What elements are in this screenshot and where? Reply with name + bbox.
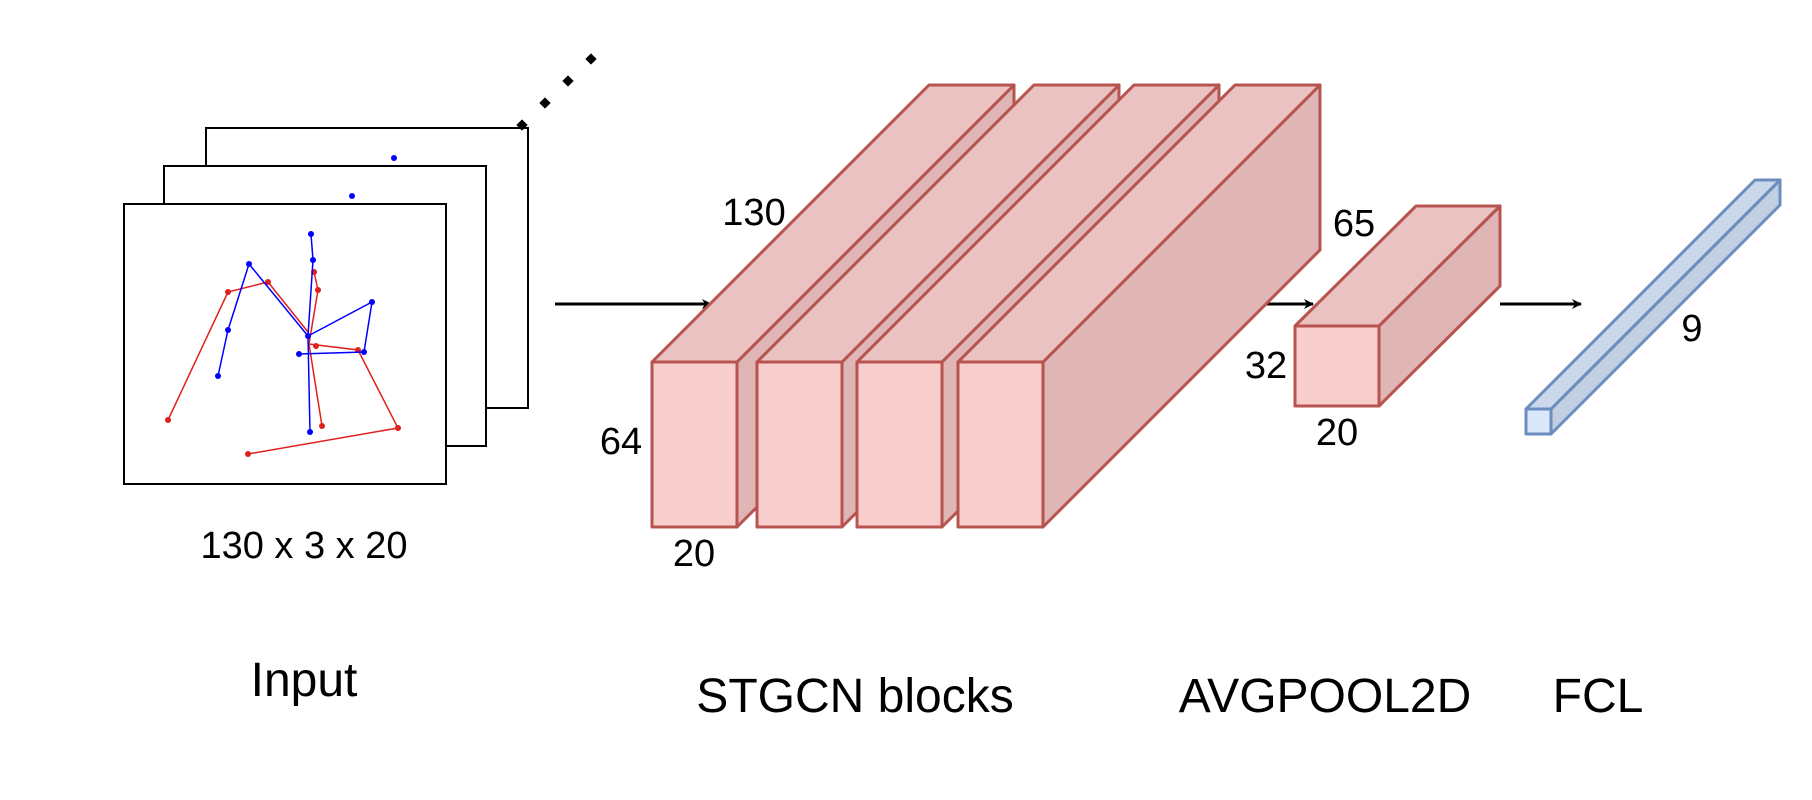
- continuation-dots-icon: [516, 53, 597, 131]
- input-caption: Input: [251, 654, 358, 707]
- skeleton-joint: [225, 289, 231, 295]
- stgcn-block-4: [956, 83, 1322, 529]
- fcl-caption: FCL: [1553, 670, 1644, 723]
- skeleton-joint: [215, 373, 221, 379]
- stgcn-height-label: 64: [600, 421, 642, 463]
- fcl-length-label: 9: [1681, 308, 1702, 350]
- skeleton-joint: [225, 327, 231, 333]
- input-frame-stack: [123, 53, 597, 485]
- input-dims-label: 130 x 3 x 20: [200, 525, 407, 567]
- stgcn-blocks: [650, 83, 1322, 529]
- skeleton-joint: [308, 231, 314, 237]
- skeleton-joint: [246, 261, 252, 267]
- input-frame-front: [123, 203, 447, 485]
- skeleton-figure: [165, 231, 401, 457]
- skeleton-joint: [265, 279, 271, 285]
- skeleton-blue: [217, 233, 373, 433]
- skeleton-joint: [296, 351, 302, 357]
- stgcn-caption: STGCN blocks: [696, 670, 1013, 723]
- fcl-top-face: [1524, 178, 1782, 411]
- skeleton-joint: [165, 417, 171, 423]
- skeleton-joint: [369, 299, 375, 305]
- fcl-front-face: [1524, 407, 1553, 436]
- skeleton-joint: [319, 423, 325, 429]
- block-front-face: [755, 360, 844, 529]
- fcl-bar: [1524, 178, 1782, 436]
- avgpool-block: [1293, 204, 1502, 408]
- skeleton-joint: [361, 349, 367, 355]
- block-front-face: [956, 360, 1045, 529]
- skeleton-joint: [395, 425, 401, 431]
- avgpool-caption: AVGPOOL2D: [1179, 670, 1472, 723]
- skeleton-joint: [349, 193, 355, 199]
- skeleton-joint: [391, 155, 397, 161]
- block-front-face: [855, 360, 944, 529]
- stgcn-width-label: 20: [673, 533, 715, 575]
- avgpool-length-label: 65: [1333, 203, 1375, 245]
- skeleton-joint: [307, 429, 313, 435]
- block-front-face: [650, 360, 739, 529]
- skeleton-red: [167, 271, 400, 455]
- skeleton-joint: [310, 257, 316, 263]
- skeleton-joint: [245, 451, 251, 457]
- skeleton-joint: [315, 287, 321, 293]
- skeleton-joint: [313, 343, 319, 349]
- avgpool-width-label: 20: [1316, 412, 1358, 454]
- block-front-face: [1293, 324, 1381, 408]
- stgcn-length-label: 130: [722, 192, 785, 234]
- fcl-side-face: [1549, 178, 1782, 436]
- skeleton-joint: [305, 333, 311, 339]
- avgpool-height-label: 32: [1245, 345, 1287, 387]
